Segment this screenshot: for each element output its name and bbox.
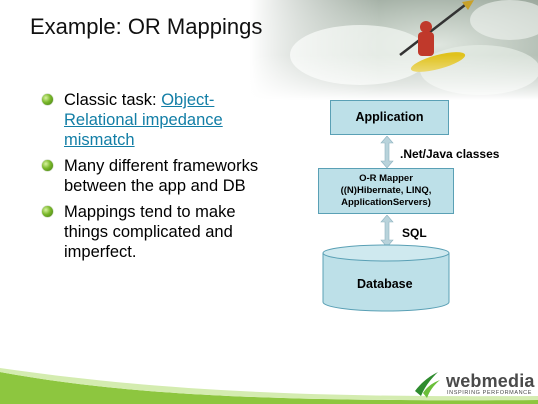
database-cylinder-icon [322,244,450,312]
bullet-text: Many different frameworks [64,157,259,175]
webmedia-mark-icon [415,372,440,398]
bullet-item: Classic task: Object-Relational impedanc… [42,90,292,150]
sql-label: SQL [402,226,427,240]
kayaker-photo [250,0,538,100]
application-box: Application [330,100,449,135]
logo-tagline: INSPIRING PERFORMANCE [447,390,533,396]
bullet-item: Many different frameworks between the ap… [42,156,292,196]
green-bullet-icon [42,94,53,105]
bullet-text: Classic task: [64,91,162,109]
webmedia-logo: webmedia INSPIRING PERFORMANCE [410,368,534,400]
bullet-list: Classic task: Object-Relational impedanc… [42,90,292,268]
double-arrow-icon [380,136,394,168]
logo-wordmark: webmedia [446,371,535,391]
bullet-text: Mappings tend to make [64,203,236,221]
or-mapper-box: O-R Mapper ((N)Hibernate, LINQ, Applicat… [318,168,454,214]
bullet-text: imperfect. [64,243,137,261]
double-arrow-icon [380,215,394,247]
green-bullet-icon [42,206,53,217]
classes-label: .Net/Java classes [400,147,500,161]
mapper-servers: ApplicationServers) [341,197,431,208]
bullet-text: things complicated and [64,223,233,241]
bullet-item: Mappings tend to make things complicated… [42,202,292,262]
mapper-frameworks: ((N)Hibernate, LINQ, [340,185,432,196]
slide-title: Example: OR Mappings [30,14,263,39]
footer-swoosh [0,368,538,404]
mapper-title: O-R Mapper [359,173,413,184]
database-label: Database [357,277,413,291]
green-bullet-icon [42,160,53,171]
bullet-text: between the app and DB [64,177,246,195]
